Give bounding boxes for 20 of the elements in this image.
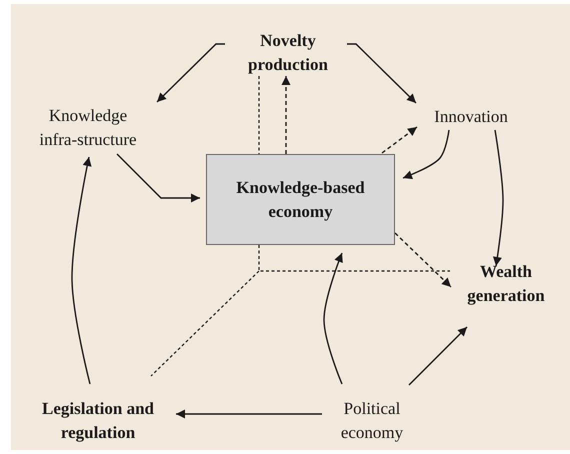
arrow xyxy=(71,156,92,384)
arrow xyxy=(176,410,322,418)
arrow xyxy=(282,76,290,154)
arrow xyxy=(408,326,468,386)
box-label: Knowledge-based economy xyxy=(235,176,366,223)
arrow xyxy=(347,43,416,104)
arrow xyxy=(156,43,225,102)
arrow xyxy=(116,154,200,202)
node-label: Political economy xyxy=(340,398,404,444)
process-box xyxy=(206,154,395,245)
arrow xyxy=(402,130,450,180)
arrow xyxy=(394,232,452,288)
node-label: Wealth generation xyxy=(466,261,546,307)
arrow xyxy=(492,130,504,266)
node-label: Innovation xyxy=(434,106,508,128)
node-label: Knowledge infra-structure xyxy=(38,105,138,151)
node-label: Novelty production xyxy=(247,30,329,76)
node-label: Legislation and regulation xyxy=(41,398,155,444)
arrow xyxy=(382,126,418,154)
arrow xyxy=(323,252,343,384)
